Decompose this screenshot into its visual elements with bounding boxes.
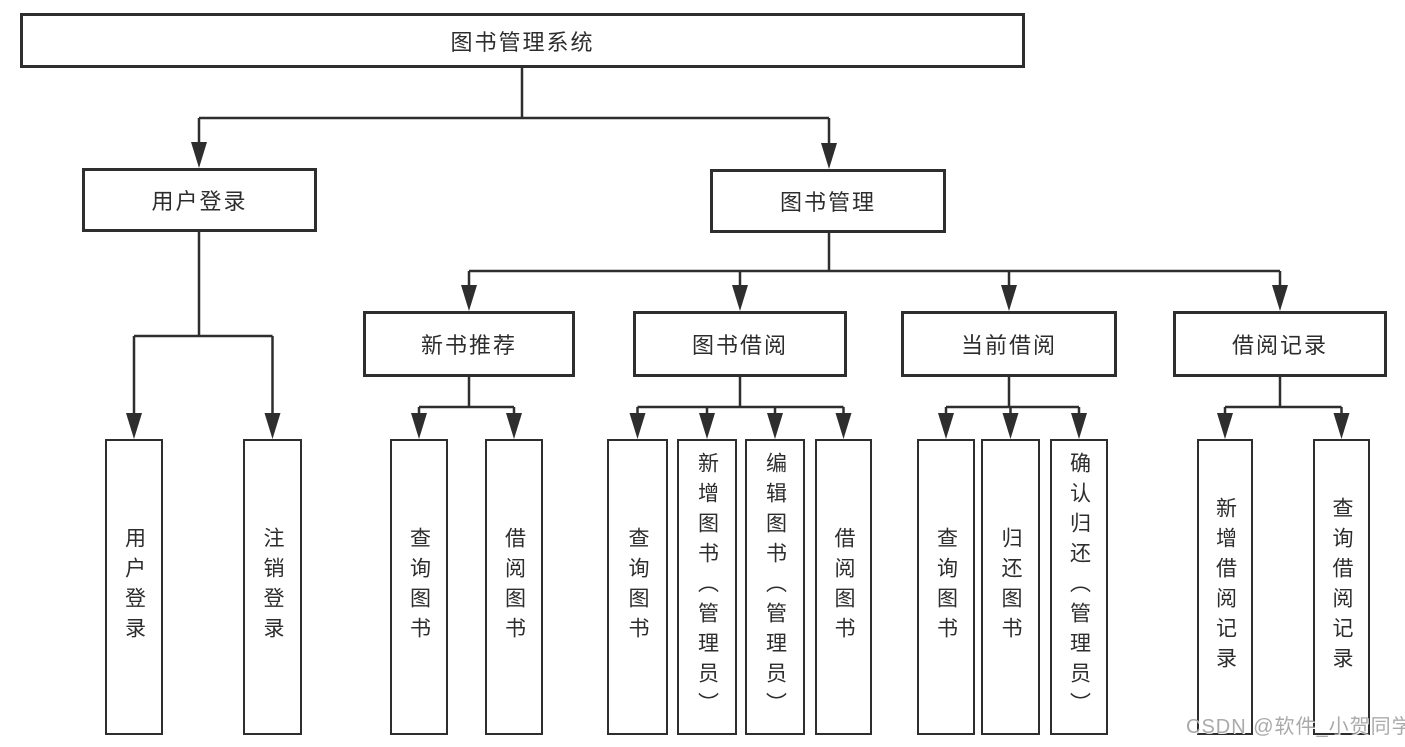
arrowhead (1272, 285, 1288, 311)
arrowhead (506, 413, 522, 439)
arrowhead (938, 413, 954, 439)
node-label: 用户登录 (122, 527, 146, 647)
connector-root-to-level2 (197, 68, 831, 147)
node-book-management: 图书管理 (710, 169, 946, 233)
arrowhead (1002, 413, 1019, 439)
node-label: 图书管理系统 (450, 29, 595, 55)
arrowhead (835, 413, 852, 439)
arrowhead (1333, 413, 1350, 439)
node-label: 图书管理 (779, 190, 876, 215)
node-confirm-return-admin: 确认归还（管理员） (1050, 439, 1108, 735)
arrowhead (732, 285, 748, 311)
node-new-book-recommendation: 新书推荐 (363, 311, 575, 377)
node-return-books: 归还图书 (981, 439, 1040, 735)
node-label: 编辑图书（管理员） (763, 452, 787, 722)
node-label: 当前借阅 (960, 333, 1057, 358)
node-query-books-current: 查询图书 (917, 439, 975, 735)
node-label: 用户登录 (151, 189, 248, 214)
node-label: 查询图书 (934, 527, 958, 647)
node-label: 新增图书（管理员） (695, 452, 719, 722)
connector-book-borrow-to-children (636, 377, 845, 417)
arrowhead (699, 413, 715, 439)
arrowhead (821, 143, 837, 169)
arrowhead (191, 142, 207, 168)
arrowheads (126, 142, 1350, 439)
node-label: 新书推荐 (420, 333, 517, 358)
arrowhead (126, 413, 142, 439)
node-label: 新增借阅记录 (1213, 497, 1237, 677)
node-logout-action: 注销登录 (243, 439, 302, 735)
connector-current-borrow-to-children (944, 377, 1081, 417)
arrowhead (264, 413, 281, 439)
node-borrow-books-recommend: 借阅图书 (485, 439, 543, 735)
node-label: 注销登录 (261, 527, 284, 647)
node-label: 确认归还（管理员） (1067, 452, 1091, 722)
node-add-borrow-record: 新增借阅记录 (1197, 439, 1253, 735)
arrowhead (1071, 413, 1087, 439)
node-edit-books-admin: 编辑图书（管理员） (745, 439, 805, 735)
node-label: 图书借阅 (691, 333, 788, 358)
node-label: 借阅图书 (502, 527, 526, 647)
node-query-books-borrow: 查询图书 (607, 439, 668, 735)
node-query-books-recommend: 查询图书 (390, 439, 448, 735)
node-user-login: 用户登录 (82, 168, 317, 232)
connector-user-login-to-children (132, 232, 274, 417)
arrowhead (767, 413, 783, 439)
node-label: 借阅图书 (832, 527, 855, 647)
node-query-borrow-record: 查询借阅记录 (1313, 439, 1370, 735)
arrowhead (411, 413, 427, 439)
node-add-books-admin: 新增图书（管理员） (677, 439, 737, 735)
node-system-root: 图书管理系统 (20, 13, 1025, 68)
node-label: 查询图书 (407, 527, 431, 647)
node-user-login-action: 用户登录 (105, 439, 163, 735)
node-book-borrowing: 图书借阅 (633, 311, 847, 377)
connector-new-book-to-children (417, 377, 516, 417)
node-borrow-books-action: 借阅图书 (815, 439, 872, 735)
connector-lines (132, 68, 1343, 417)
arrowhead (461, 285, 477, 311)
connector-borrow-records-to-children (1223, 377, 1343, 417)
arrowhead (1217, 413, 1233, 439)
arrowhead (629, 413, 646, 439)
connector-book-mgmt-to-level3 (467, 233, 1282, 289)
node-label: 借阅记录 (1231, 333, 1328, 358)
node-label: 查询借阅记录 (1330, 497, 1353, 677)
node-label: 归还图书 (999, 527, 1022, 647)
node-current-borrowing: 当前借阅 (901, 311, 1117, 377)
node-label: 查询图书 (626, 527, 649, 647)
node-borrowing-records: 借阅记录 (1173, 311, 1387, 377)
csdn-watermark: CSDN @软件_小贺同学 (1186, 716, 1405, 738)
arrowhead (1001, 285, 1017, 311)
